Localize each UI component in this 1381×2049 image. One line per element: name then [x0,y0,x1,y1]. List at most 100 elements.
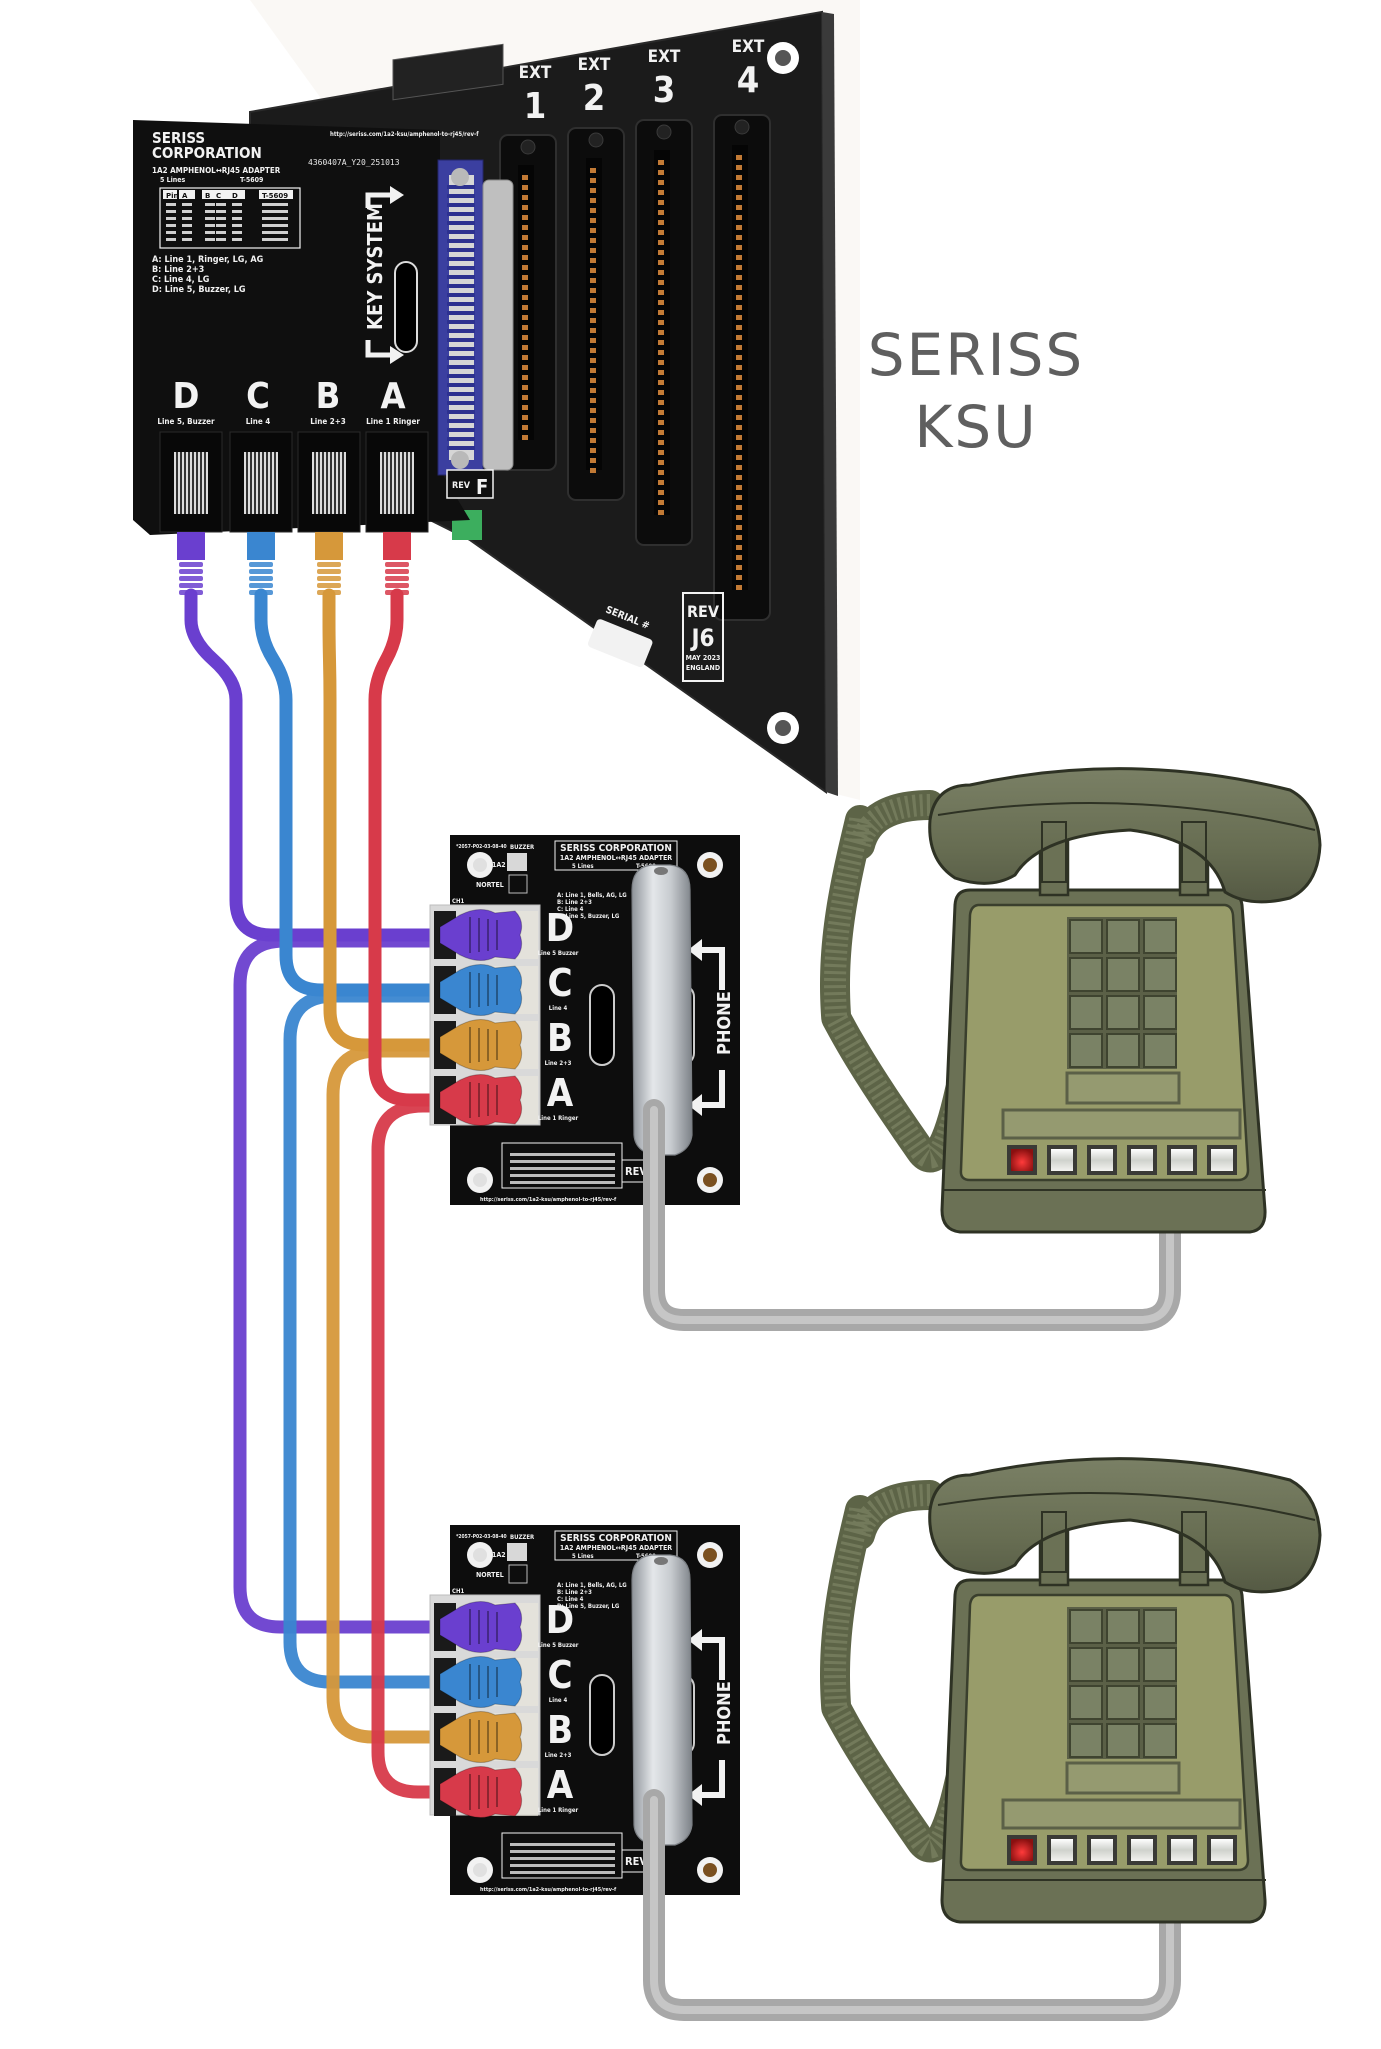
ksu-rev-badge: REV J6 MAY 2023 ENGLAND [682,592,724,682]
jumper-option-nortel: NORTEL [476,1571,504,1579]
keypad-key[interactable] [1106,1723,1140,1758]
ext-amphenol-connector-4[interactable] [713,114,771,621]
keypad-key[interactable] [1106,1033,1140,1068]
phone-label-card [1065,1761,1181,1795]
cable-phone1-to-phone2-C [283,989,447,1689]
keypad-key[interactable] [1069,1723,1103,1758]
phone-handset[interactable] [928,767,1322,904]
adapter-rj45-port-C[interactable] [434,964,538,1016]
adapter-rj45-port-B[interactable] [434,1019,538,1071]
adapter-port-letter-C: C [547,961,572,1005]
ext-amphenol-connector-3[interactable] [635,119,693,546]
adapter-serial: *2057-P02-03-08-40 [456,1534,507,1540]
legend-line: B: Line 2+3 [152,265,204,275]
keypad-key[interactable] [1143,1685,1177,1720]
keypad-key[interactable] [1069,1609,1103,1644]
ksu-rj45-jack-B[interactable] [297,431,361,533]
ext-amphenol-connector-2[interactable] [567,127,625,501]
adapter-port-desc-C: Line 4 [549,1005,568,1012]
ethernet-cables [177,532,447,1799]
ksu-port-letter-D: D [173,376,200,417]
adapter-port-letter-B: B [547,1016,573,1060]
pin-table-header: Pin [166,192,179,200]
keypad-key[interactable] [1143,919,1177,954]
telephone-1[interactable] [643,767,1322,1331]
adapter-rj45-port-A[interactable] [434,1766,538,1818]
phone-keypad [1067,917,1177,1069]
adapter-rj45-port-B[interactable] [434,1711,538,1763]
keypad-key[interactable] [1069,919,1103,954]
adapter-legend-line: D: Line 5, Buzzer, LG [557,1603,620,1610]
keypad-key[interactable] [1143,1723,1177,1758]
keypad-key[interactable] [1106,995,1140,1030]
keypad-key[interactable] [1143,1033,1177,1068]
phone-arrow-up [698,947,725,990]
keypad-key[interactable] [1143,957,1177,992]
keypad-key[interactable] [1106,1609,1140,1644]
keypad-key[interactable] [1143,1609,1177,1644]
adapter-url: http://seriss.com/1a2-ksu/amphenol-to-rj… [330,131,479,138]
phone-handset[interactable] [928,1457,1322,1594]
plug-boot [439,909,523,961]
ksu-port-desc-D: Line 5, Buzzer [157,417,215,426]
cable-phone1-to-phone2-A [371,1099,447,1799]
pin-table-header: A [182,192,188,200]
adapter-product: 1A2 AMPHENOL↔RJ45 ADAPTER [560,1544,672,1552]
keypad-key[interactable] [1106,1647,1140,1682]
amphenol-contacts [449,175,474,460]
adapter-legend-line: B: Line 2+3 [557,899,592,906]
jumper-block[interactable] [507,853,527,871]
adapter-model: T-5609 [240,176,263,184]
phone-designation-strip [1001,1798,1242,1830]
keypad-key[interactable] [1106,957,1140,992]
adapter-port-letter-D: D [546,906,574,950]
handset-coil-cord [820,1480,975,1863]
pin-table-header: C [216,192,221,200]
adapter-port-desc-A: Line 1 Ringer [538,1115,579,1122]
jumper-block[interactable] [507,1543,527,1561]
key-system-arrow-down-head [390,346,404,364]
keypad-key[interactable] [1106,1685,1140,1720]
plug-boot [439,1019,523,1071]
cable-phone1-to-phone2-B [326,1044,447,1744]
ksu-rj45-jack-A[interactable] [365,431,429,533]
keypad-key[interactable] [1069,1685,1103,1720]
keypad-key[interactable] [1069,995,1103,1030]
ksu-rj45-jack-D[interactable] [159,431,223,533]
adapter-port-desc-A: Line 1 Ringer [538,1807,579,1814]
ksu-pcb-edge [822,12,838,796]
keypad-key[interactable] [1069,1647,1103,1682]
phone-direction-label: PHONE [714,991,735,1055]
channel-label: CH1 [452,898,464,905]
plug-boot [439,1766,523,1818]
adapter-lines: 5 Lines [160,176,185,184]
adapter-rj45-port-C[interactable] [434,1656,538,1708]
adapter-rj45-port-A[interactable] [434,1074,538,1126]
amphenol-screw-bottom [451,451,469,469]
adapter-port-desc-B: Line 2+3 [545,1060,572,1067]
adapter-rj45-port-D[interactable] [434,1601,538,1653]
mounting-hole-top-inner [775,50,791,66]
jumper-title: BUZZER [510,1534,535,1541]
amphenol-shell [482,179,514,471]
ksu-port-letter-C: C [246,376,270,417]
keypad-key[interactable] [1069,1033,1103,1068]
ksu-rj45-jack-C[interactable] [229,431,293,533]
phone-arrow-down [698,1760,725,1798]
keypad-key[interactable] [1143,995,1177,1030]
keypad-key[interactable] [1143,1647,1177,1682]
ext-amphenol-connector-1[interactable] [499,134,557,471]
telephone-2[interactable] [643,1457,1322,2021]
adapter-rj45-port-D[interactable] [434,909,538,961]
keypad-key[interactable] [1069,957,1103,992]
ksu-adapter-rev: REV F [446,469,494,499]
keypad-key[interactable] [1106,919,1140,954]
handset-coil-cord [820,790,975,1173]
phone-arrow-down [698,1070,725,1108]
ksu-title-line2: KSU [914,393,1037,461]
cable-boot-ksu-D [177,532,205,595]
strap-slot-left [589,984,615,1066]
key-system-arrow-down [365,340,392,358]
